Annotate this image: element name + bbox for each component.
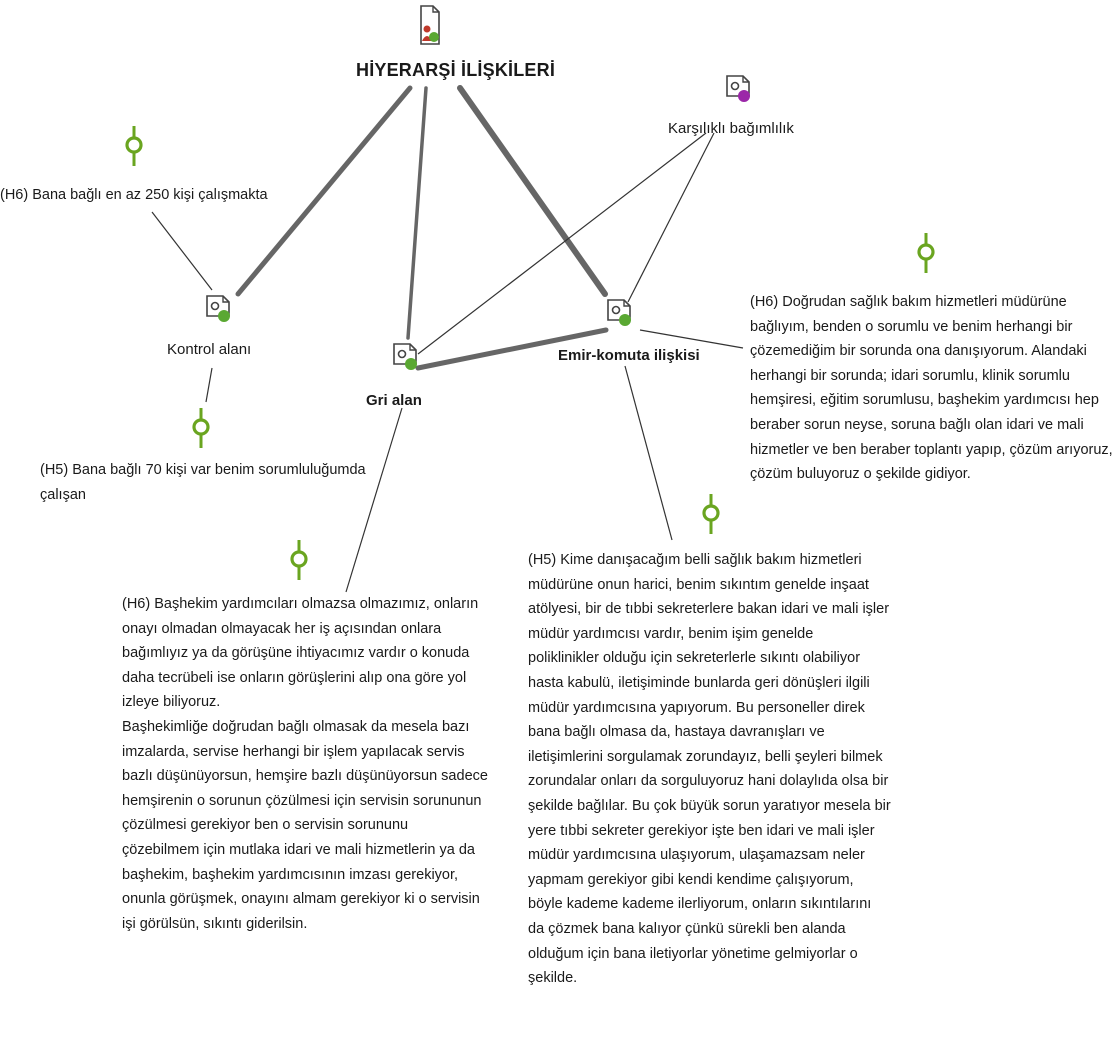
code-tag-icon xyxy=(607,299,631,326)
quotation-pin-icon xyxy=(290,540,308,580)
case-person-icon xyxy=(420,5,440,45)
quotation-pin-icon xyxy=(125,126,143,166)
link-root-kontrol xyxy=(235,85,413,297)
link-q1-kontrol xyxy=(151,211,213,291)
link-emir-q3 xyxy=(639,329,744,349)
link-gri-q4 xyxy=(345,407,403,593)
link-karsilikli-emir xyxy=(627,132,715,303)
link-karsilikli-gri xyxy=(417,132,707,355)
root-title: HİYERARŞİ İLİŞKİLERİ xyxy=(356,60,556,80)
quotation-pin-icon xyxy=(702,494,720,534)
quote-text-h5-70: (H5) Bana bağlı 70 kişi var benim soruml… xyxy=(40,462,366,503)
link-root-gri xyxy=(406,86,428,340)
link-kontrol-q2 xyxy=(205,367,213,403)
link-root-emir xyxy=(457,85,608,297)
node-label-karsilikli: Karşılıklı bağımlılık xyxy=(668,120,794,137)
node-label-kontrol: Kontrol alanı xyxy=(167,341,252,358)
code-tag-icon xyxy=(726,75,750,102)
node-label-emir: Emir-komuta ilişkisi xyxy=(558,347,700,364)
quote-text-h5-danisacagim: (H5) Kime danışacağım belli sağlık bakım… xyxy=(528,552,891,987)
quote-text-h6-250: (H6) Bana bağlı en az 250 kişi çalışmakt… xyxy=(0,187,268,203)
quotation-pin-icon xyxy=(917,233,935,273)
link-emir-q5 xyxy=(624,365,673,541)
node-label-gri: Gri alan xyxy=(366,392,422,409)
quote-text-h6-dogrudan: (H6) Doğrudan sağlık bakım hizmetleri mü… xyxy=(750,294,1113,483)
link-gri-emir xyxy=(415,327,609,371)
quote-text-h6-bashekim: (H6) Başhekim yardımcıları olmazsa olmaz… xyxy=(122,596,488,932)
code-tag-icon xyxy=(393,343,417,370)
code-tag-icon xyxy=(206,295,230,322)
quotation-pin-icon xyxy=(192,408,210,448)
